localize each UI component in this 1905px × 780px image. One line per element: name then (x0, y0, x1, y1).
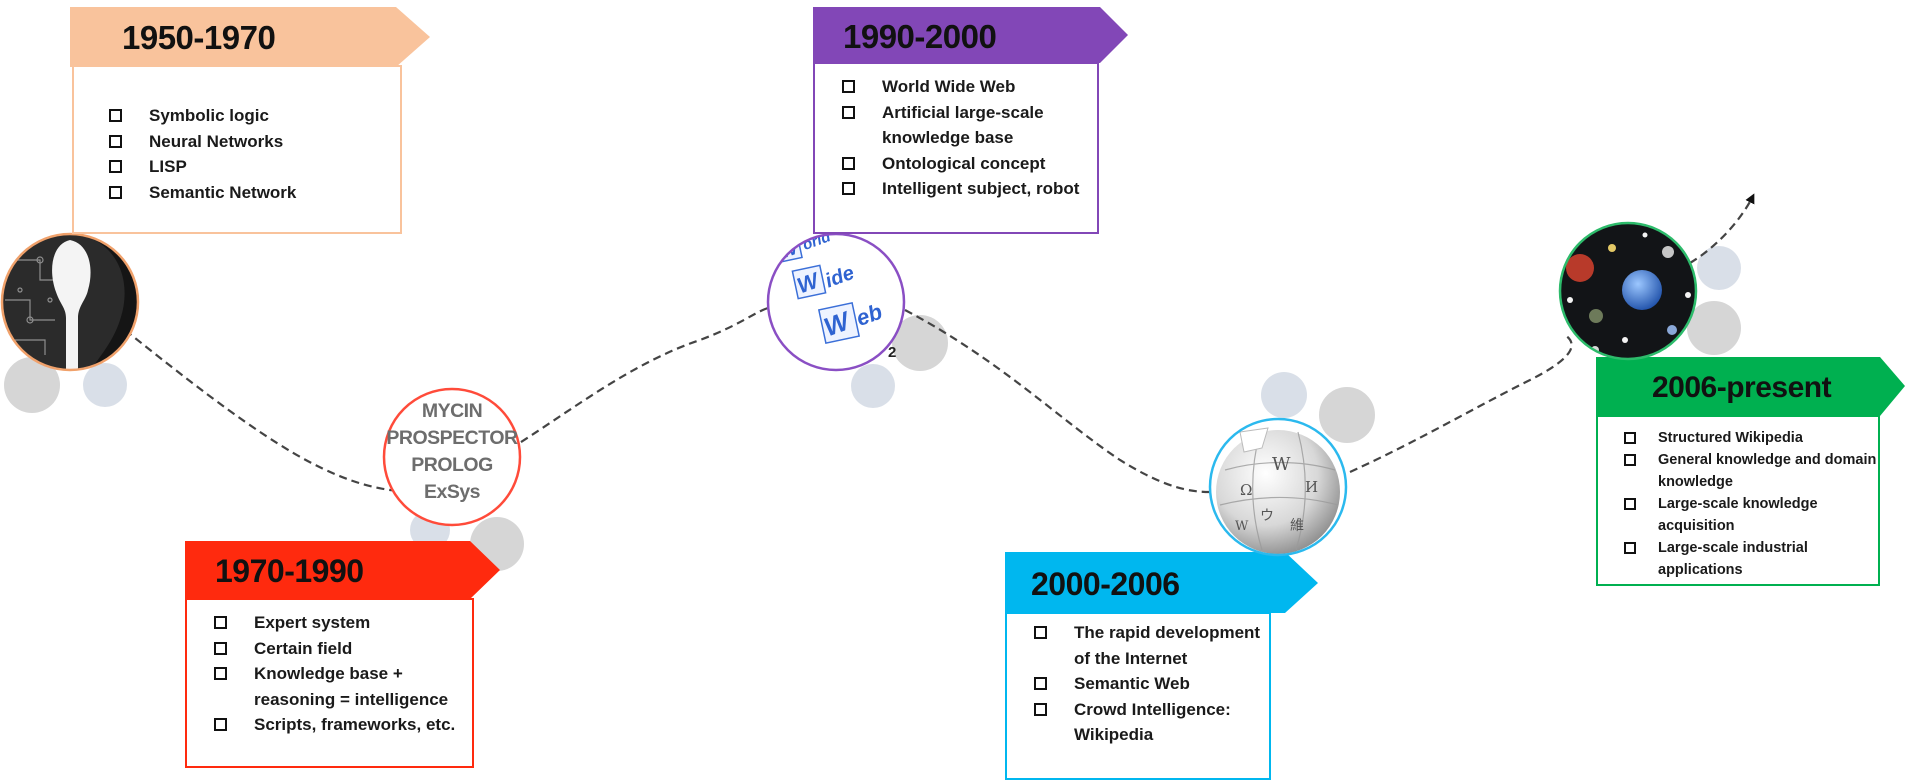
period-item: World Wide Web (842, 74, 1097, 100)
tab-1990-2000 (813, 7, 1128, 63)
decorative-halo-circles (4, 246, 1741, 571)
period-box-1950-1970: Symbolic logic Neural Networks LISP Sema… (72, 65, 402, 234)
period-item: Neural Networks (109, 129, 400, 155)
period-title-1950-1970: 1950-1970 (122, 19, 276, 56)
period-tabs (70, 7, 1905, 613)
period-title-2000-2006: 2000-2006 (1031, 566, 1180, 602)
www-image: W orld W ide W eb 2 (766, 232, 906, 372)
period-item: Semantic Web (1034, 671, 1269, 697)
period-item: Large-scale industrial applications (1598, 537, 1878, 581)
period-item: Large-scale knowledge acquisition (1598, 493, 1878, 537)
halo-circle (1687, 301, 1741, 355)
wiki-glyph: W (1272, 454, 1291, 475)
period-items-1970-1990: Expert system Certain field Knowledge ba… (214, 610, 472, 738)
period-item: Intelligent subject, robot (842, 176, 1097, 202)
period-title-1990-2000: 1990-2000 (843, 18, 997, 55)
halo-circle (892, 315, 948, 371)
timeline-arrow (1689, 193, 1755, 264)
period-item: General knowledge and domain knowledge (1598, 449, 1878, 493)
wiki-glyph: Ω (1240, 481, 1252, 499)
period-item: Artificial large-scale knowledge base (842, 100, 1097, 151)
period-title-2006-present: 2006-present (1652, 371, 1832, 404)
period-items-1950-1970: Symbolic logic Neural Networks LISP Sema… (109, 103, 400, 205)
period-item: Certain field (214, 636, 472, 662)
period-title-1970-1990: 1970-1990 (215, 553, 364, 589)
expert-system-label: PROLOG (411, 454, 493, 476)
period-item: Ontological concept (842, 151, 1097, 177)
period-item: Symbolic logic (109, 103, 400, 129)
period-box-1990-2000: World Wide Web Artificial large-scale kn… (813, 62, 1099, 234)
period-item: Structured Wikipedia (1598, 427, 1878, 449)
tab-1970-1990 (185, 541, 500, 599)
period-item: Scripts, frameworks, etc. (214, 712, 472, 738)
expert-system-label: MYCIN (421, 400, 483, 422)
tab-2006-present (1596, 357, 1905, 416)
knowledge-graph-space-image (1558, 221, 1698, 361)
wiki-glyph: И (1305, 478, 1318, 496)
period-items-2000-2006: The rapid development of the Internet Se… (1034, 620, 1269, 748)
tab-2000-2006 (1005, 552, 1318, 613)
period-item: Semantic Network (109, 180, 400, 206)
halo-circle (4, 357, 60, 413)
halo-circle (1319, 387, 1375, 443)
wiki-glyph: W (1235, 519, 1249, 534)
expert-system-label: PROSPECTOR (386, 427, 518, 449)
period-item: Crowd Intelligence: Wikipedia (1034, 697, 1269, 748)
period-items-1990-2000: World Wide Web Artificial large-scale kn… (842, 74, 1097, 202)
period-item: Knowledge base + reasoning = intelligenc… (214, 661, 472, 712)
tab-1950-1970 (70, 7, 430, 67)
period-item: The rapid development of the Internet (1034, 620, 1269, 671)
period-items-2006-present: Structured Wikipedia General knowledge a… (1598, 427, 1878, 581)
expert-systems-labels: MYCIN PROSPECTOR PROLOG ExSys (384, 398, 520, 506)
ai-head-image (0, 232, 140, 372)
period-box-2006-present: Structured Wikipedia General knowledge a… (1596, 415, 1880, 586)
period-item: Expert system (214, 610, 472, 636)
stray-mark: 2 (888, 344, 896, 361)
expert-systems-circle (382, 387, 522, 527)
period-box-1970-1990: Expert system Certain field Knowledge ba… (185, 598, 474, 768)
halo-circle (83, 363, 127, 407)
halo-circle (1697, 246, 1741, 290)
period-item: LISP (109, 154, 400, 180)
halo-circle (851, 364, 895, 408)
period-box-2000-2006: The rapid development of the Internet Se… (1005, 612, 1271, 780)
wikipedia-globe-image: W Ω И ウ 維 W (1208, 417, 1348, 557)
wiki-glyph: ウ (1260, 508, 1274, 524)
wiki-glyph: 維 (1290, 518, 1304, 534)
halo-circle (1261, 372, 1307, 418)
expert-system-label: ExSys (423, 481, 481, 503)
